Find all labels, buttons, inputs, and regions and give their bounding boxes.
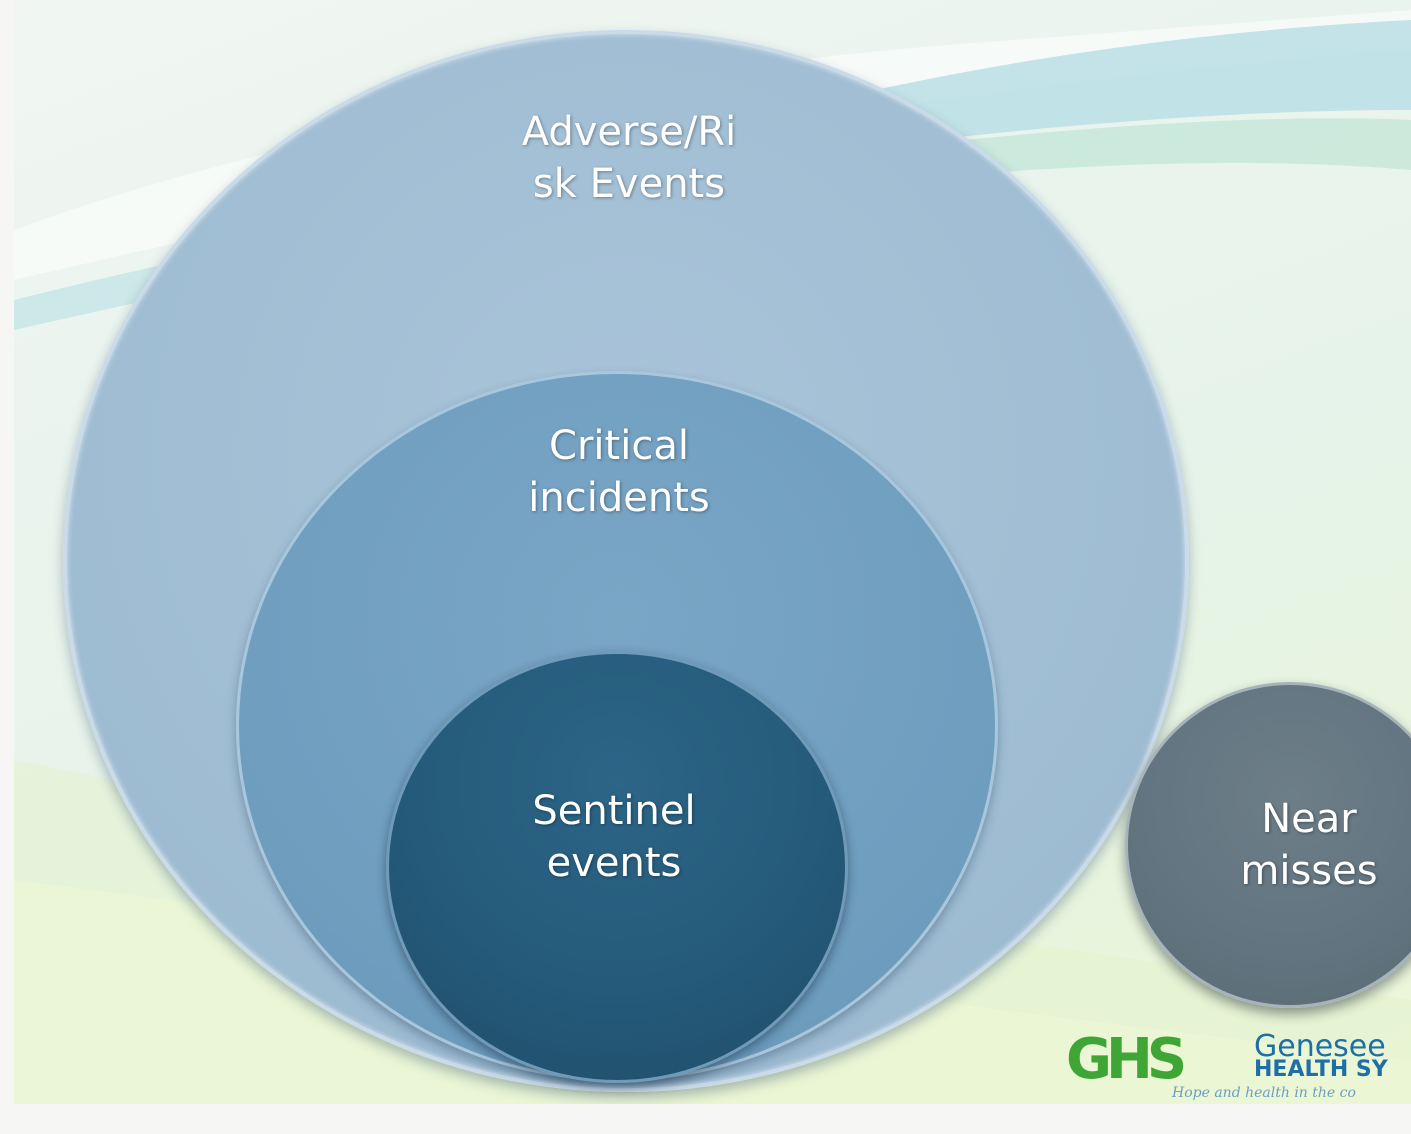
logo-name-line2: HEALTH SY	[1254, 1057, 1388, 1082]
near-misses-circle	[1125, 682, 1411, 1008]
sentinel-events-label: Sentinel events	[444, 785, 784, 889]
logo-name-line1: Genesee	[1254, 1030, 1386, 1064]
slide: Adverse/Ri sk Events Critical incidents …	[14, 0, 1411, 1104]
sentinel-events-circle	[386, 651, 848, 1083]
logo-mark: GHS	[1066, 1030, 1187, 1092]
left-margin	[0, 0, 14, 1134]
adverse-risk-events-label-text: Adverse/Ri sk Events	[521, 109, 737, 207]
ghs-logo: GHS Genesee HEALTH SY Hope and health in…	[1066, 1030, 1411, 1104]
near-misses-label-text: Near misses	[1240, 796, 1378, 894]
sentinel-events-label-text: Sentinel events	[532, 788, 696, 886]
critical-incidents-label: Critical incidents	[444, 420, 794, 524]
adverse-risk-events-label: Adverse/Ri sk Events	[444, 106, 814, 210]
critical-incidents-label-text: Critical incidents	[528, 423, 710, 521]
near-misses-label: Near misses	[1189, 793, 1411, 897]
logo-tagline: Hope and health in the co	[1172, 1085, 1356, 1101]
bottom-margin	[0, 1104, 1411, 1134]
